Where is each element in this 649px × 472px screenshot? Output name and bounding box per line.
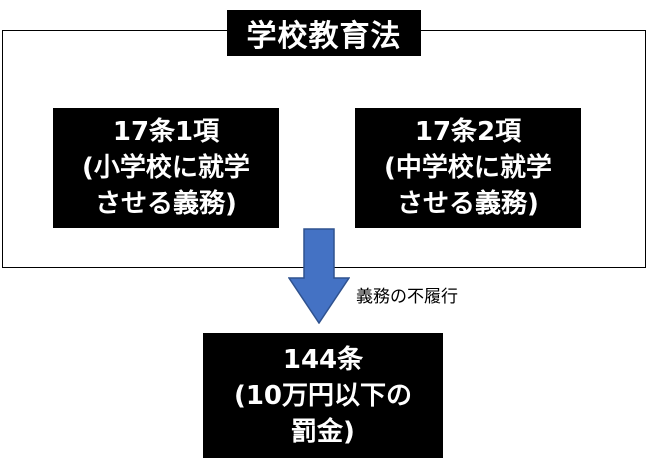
penalty-box: 144条 (10万円以下の 罰金) <box>203 333 443 458</box>
penalty-description: (10万円以下の <box>233 380 413 411</box>
clause-description: (小学校に就学 <box>82 153 250 183</box>
clause-number: 17条2項 <box>414 117 522 147</box>
clause-description: させる義務) <box>95 189 237 219</box>
law-title-text: 学校教育法 <box>246 19 402 54</box>
clause-description: (中学校に就学 <box>384 153 552 183</box>
law-title: 学校教育法 <box>227 10 421 56</box>
arrow-label: 義務の不履行 <box>356 287 458 307</box>
clause-description: させる義務) <box>397 189 539 219</box>
penalty-description: 罰金) <box>291 416 355 447</box>
clause-box-elementary: 17条1項 (小学校に就学 させる義務) <box>53 108 279 228</box>
clause-box-junior-high: 17条2項 (中学校に就学 させる義務) <box>355 108 581 228</box>
arrow-shape <box>288 228 350 324</box>
down-arrow-icon <box>288 228 350 324</box>
penalty-article: 144条 <box>282 344 364 375</box>
clause-number: 17条1項 <box>112 117 220 147</box>
